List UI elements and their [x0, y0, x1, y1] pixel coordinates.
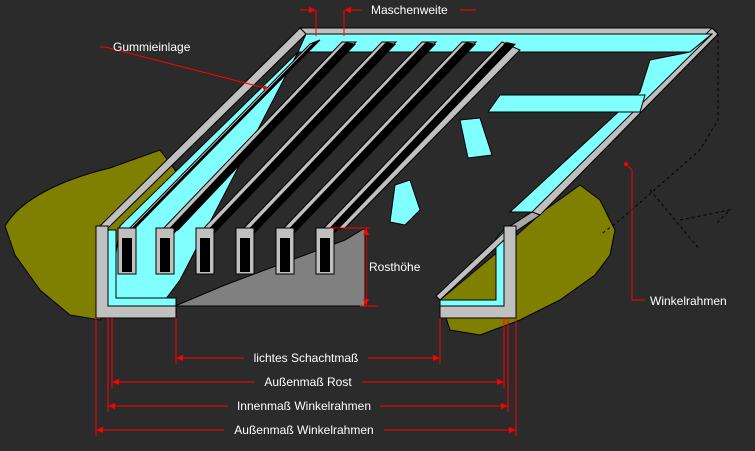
- bar-rubber: [240, 238, 250, 272]
- arrow: [433, 355, 440, 361]
- grate-cross-section: [117, 227, 335, 275]
- angle-frame-right-diag: [435, 230, 505, 301]
- arrow: [344, 7, 351, 13]
- label-innenmass-winkelrahmen: Innenmaß Winkelrahmen: [237, 399, 371, 413]
- label-aussenmass-rost: Außenmaß Rost: [264, 375, 352, 389]
- label-aussenmass-winkelrahmen: Außenmaß Winkelrahmen: [234, 423, 373, 437]
- bar-rubber: [320, 238, 330, 272]
- label-lichtes-schachtmass: lichtes Schachtmaß: [254, 351, 359, 365]
- arrow: [96, 427, 103, 433]
- support-right: [459, 117, 493, 159]
- leader-gummieinlage: [100, 46, 266, 89]
- dimension-lines: [95, 9, 645, 436]
- label-rosthoehe: Rosthöhe: [369, 260, 421, 274]
- arrow: [108, 403, 115, 409]
- grate-bars: [119, 39, 521, 240]
- arrow: [363, 228, 369, 235]
- grate-front-shadow: [174, 227, 366, 307]
- ground-outline-dashed: [599, 34, 719, 236]
- arrow: [176, 355, 183, 361]
- arrowheads: [96, 7, 516, 433]
- leader-winkelrahmen: [625, 163, 645, 301]
- arrow: [509, 427, 516, 433]
- arrow: [363, 299, 369, 306]
- rubber-strip: [120, 40, 320, 240]
- rubber-strip: [240, 42, 436, 238]
- arrow: [309, 7, 316, 13]
- arrow: [497, 379, 504, 385]
- arrow: [112, 379, 119, 385]
- arrow: [501, 403, 508, 409]
- label-maschenweite: Maschenweite: [371, 3, 448, 17]
- bar-rubber: [280, 238, 290, 272]
- leader-dot-winkel: [624, 162, 628, 166]
- leader-dot-gummi: [263, 86, 267, 90]
- bar-rubber: [200, 238, 210, 272]
- bar-rubber: [122, 238, 132, 272]
- bar-rubber: [160, 238, 170, 272]
- rubber-strip: [200, 42, 396, 238]
- shaft-inner-right: [508, 33, 713, 213]
- rubber-strip: [280, 42, 476, 238]
- cut-symbol: [649, 189, 732, 251]
- label-gummieinlage: Gummieinlage: [113, 40, 191, 54]
- shaft-inner-ledge: [487, 94, 646, 113]
- label-winkelrahmen: Winkelrahmen: [650, 294, 727, 308]
- frame-back-outer: [298, 27, 720, 35]
- support-mid: [389, 179, 421, 226]
- rubber-strip: [320, 42, 516, 238]
- rubber-strip: [160, 42, 356, 238]
- angle-frame-left-inner: [107, 229, 177, 307]
